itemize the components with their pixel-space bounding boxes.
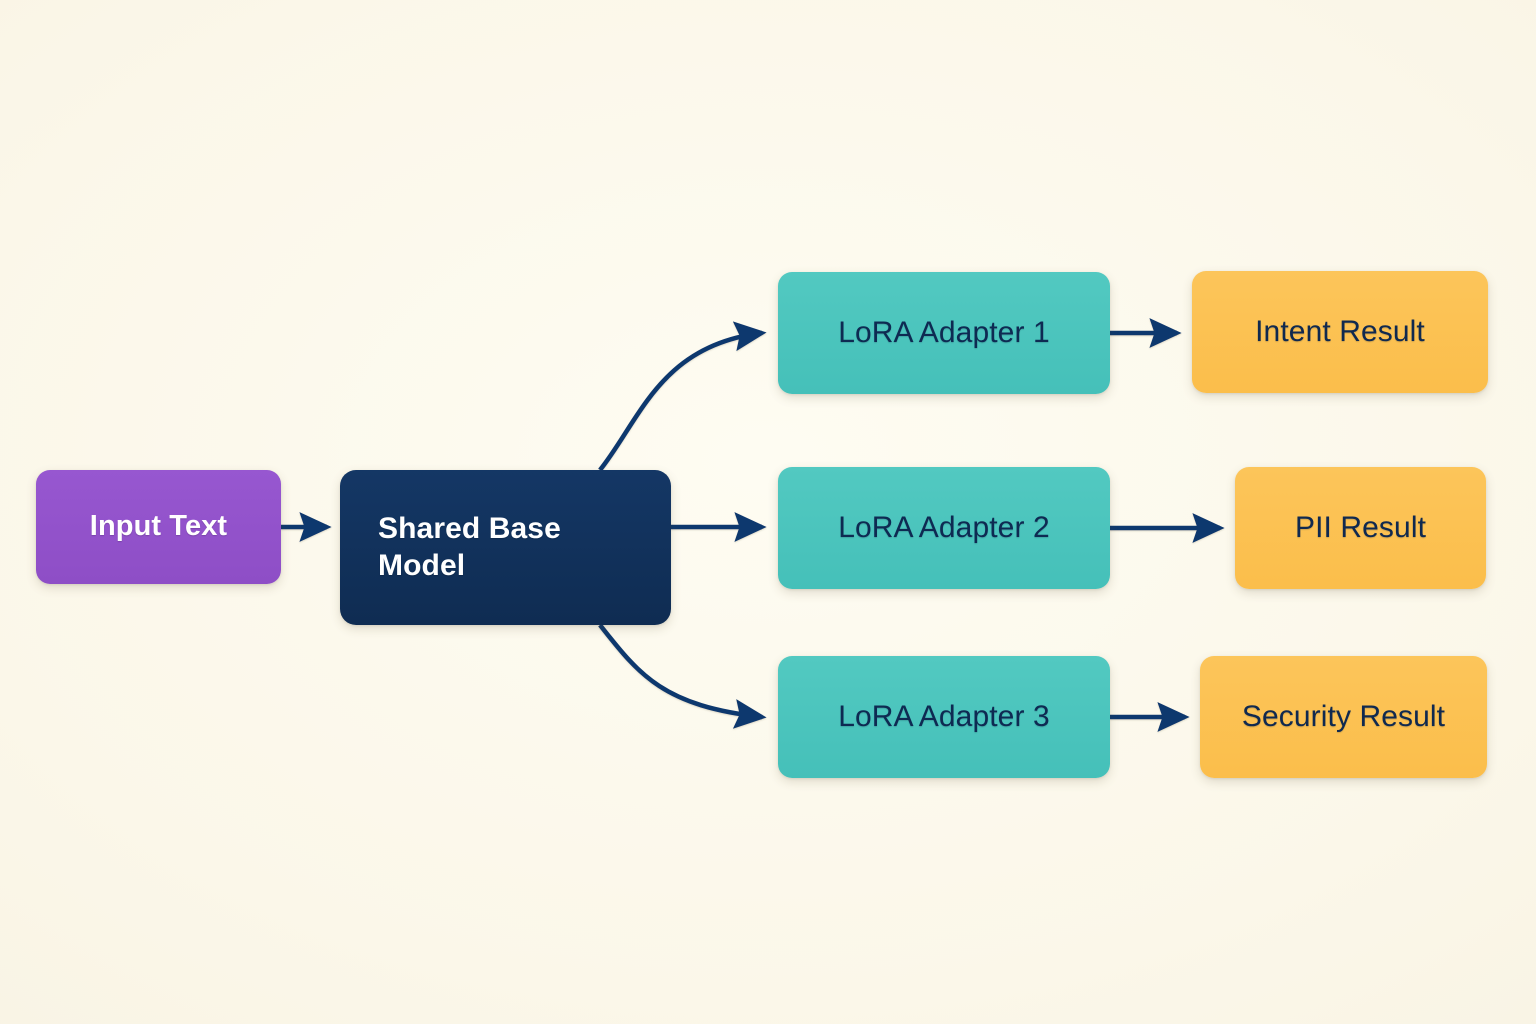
node-pii-result[interactable]: PII Result [1235, 467, 1486, 589]
node-security-result[interactable]: Security Result [1200, 656, 1487, 778]
node-lora-adapter-2[interactable]: LoRA Adapter 2 [778, 467, 1110, 589]
edge-base-to-adapter-3 [598, 623, 767, 729]
node-lora-adapter-1-label: LoRA Adapter 1 [838, 315, 1050, 349]
node-lora-adapter-3[interactable]: LoRA Adapter 3 [778, 656, 1110, 778]
node-lora-adapter-1[interactable]: LoRA Adapter 1 [778, 272, 1110, 394]
node-lora-adapter-2-label: LoRA Adapter 2 [838, 510, 1050, 544]
node-pii-result-label: PII Result [1294, 510, 1427, 544]
node-security-result-label: Security Result [1241, 699, 1446, 733]
node-shared-base-model-label: Shared Base Model [378, 511, 561, 582]
node-intent-result[interactable]: Intent Result [1192, 271, 1488, 393]
node-input-text-label: Input Text [89, 510, 228, 543]
node-shared-base-model[interactable]: Shared Base Model [340, 470, 671, 625]
node-input-text[interactable]: Input Text [36, 470, 281, 584]
node-intent-result-label: Intent Result [1255, 314, 1425, 348]
node-lora-adapter-3-label: LoRA Adapter 3 [838, 699, 1050, 733]
edge-base-to-adapter-1 [598, 321, 767, 472]
